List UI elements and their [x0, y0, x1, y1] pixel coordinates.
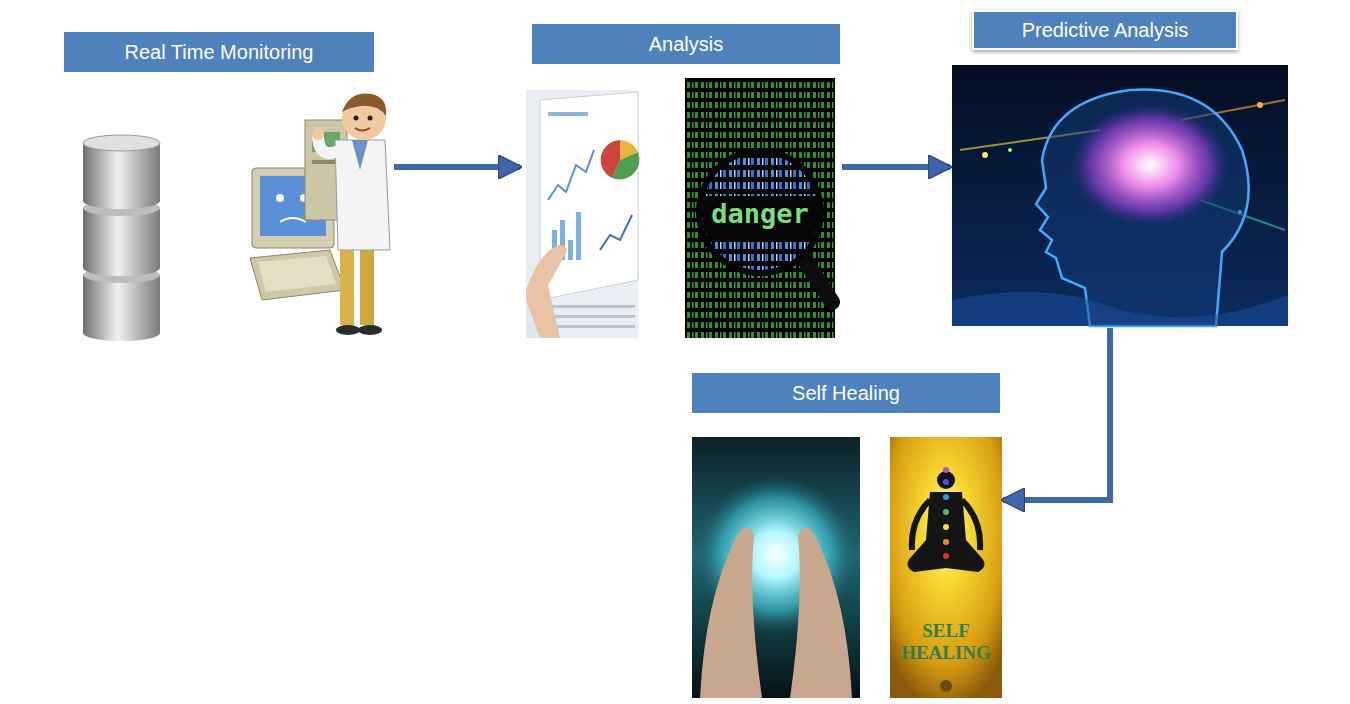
- database-icon: [83, 135, 160, 341]
- arrow-shaft: [842, 164, 950, 170]
- book-cover-image: [890, 437, 1002, 698]
- illustration-shape: [952, 292, 1288, 326]
- illustration-shape: [83, 143, 160, 201]
- header-text: Analysis: [649, 33, 723, 56]
- illustration-shape: [907, 492, 984, 572]
- illustration-shape: [600, 215, 632, 250]
- illustration-shape: [952, 65, 1288, 326]
- illustration-shape: [685, 78, 835, 338]
- illustration-shape: [545, 325, 635, 328]
- section-group: Real Time Monitoring: [64, 32, 394, 342]
- illustration-shape: [548, 150, 594, 200]
- illustration-shape: [358, 325, 382, 335]
- header-band: Analysis: [532, 24, 840, 64]
- illustration-shape: [1257, 102, 1263, 108]
- illustration-shape: [943, 553, 949, 559]
- danger-binary-photo: [685, 78, 835, 338]
- glowing-hands-image: [692, 437, 860, 698]
- illustration-shape: [526, 90, 638, 338]
- illustration-shape: [943, 524, 949, 530]
- arrow-shaft: [1003, 328, 1110, 500]
- section-group: Predictive Analysis: [950, 10, 1290, 328]
- illustration-shape: [692, 437, 860, 698]
- illustration-shape: [250, 250, 345, 300]
- illustration-shape: [83, 193, 160, 209]
- illustration-shape: [368, 116, 373, 121]
- illustration-shape: [335, 140, 390, 250]
- flow-arrow: [842, 167, 950, 168]
- illustration-shape: [83, 208, 160, 268]
- section-group: Analysis: [520, 24, 842, 340]
- illustration-shape: [962, 500, 980, 550]
- illustration-shape: [360, 240, 374, 325]
- illustration-shape: [83, 275, 160, 333]
- dashboard-photo: [526, 90, 639, 338]
- illustration-shape: [258, 256, 336, 292]
- illustration-shape: [943, 494, 949, 500]
- header-band: Real Time Monitoring: [64, 32, 374, 72]
- illustration-shape: [890, 437, 1002, 698]
- illustration-shape: [800, 252, 832, 302]
- illustration-shape: [526, 245, 567, 338]
- illustration-shape: [700, 528, 762, 698]
- illustration-shape: [83, 325, 160, 341]
- illustration-shape: [940, 680, 952, 692]
- illustration-shape: [355, 128, 370, 131]
- illustration-shape: [696, 148, 824, 276]
- illustration-shape: [937, 471, 955, 489]
- illustration-shape: [685, 78, 835, 338]
- image-text: danger: [700, 198, 820, 229]
- illustration-shape: [312, 128, 324, 140]
- illustration-shape: [318, 138, 340, 153]
- illustration-shape: [336, 325, 360, 335]
- illustration-shape: [526, 300, 540, 338]
- illustration-shape: [276, 194, 284, 202]
- book-title: SELF HEALING: [891, 620, 1001, 664]
- illustration-shape: [83, 135, 160, 151]
- illustration-shape: [601, 140, 620, 178]
- arrow-shaft: [394, 164, 520, 170]
- header-text: Real Time Monitoring: [125, 41, 314, 64]
- header-band: Predictive Analysis: [972, 10, 1238, 50]
- illustration-shape: [1036, 90, 1249, 327]
- doctor-computer-cartoon: [250, 93, 390, 335]
- header-text: Self Healing: [792, 382, 900, 405]
- illustration-shape: [352, 140, 368, 170]
- illustration-shape: [548, 112, 588, 116]
- illustration-shape: [943, 539, 949, 545]
- illustration-shape: [340, 240, 354, 325]
- illustration-shape: [912, 500, 930, 550]
- illustration-shape: [545, 305, 635, 308]
- illustration-shape: [943, 509, 949, 515]
- illustration-shape: [1070, 103, 1230, 227]
- illustration-shape: [576, 212, 581, 260]
- flow-arrow: [394, 167, 520, 168]
- illustration-shape: [568, 240, 573, 260]
- illustration-shape: [943, 467, 949, 473]
- header-text: Predictive Analysis: [1022, 19, 1189, 42]
- header-band: Self Healing: [692, 373, 1000, 413]
- illustration-shape: [1008, 148, 1012, 152]
- illustration-shape: [700, 196, 820, 238]
- brain-head-image: [952, 65, 1288, 326]
- illustration-shape: [280, 218, 306, 222]
- illustration-shape: [700, 150, 820, 274]
- illustration-shape: [943, 479, 949, 485]
- illustration-shape: [790, 528, 852, 698]
- flow-arrow: [1003, 328, 1110, 500]
- illustration-shape: [700, 150, 820, 274]
- illustration-shape: [342, 93, 386, 116]
- illustration-shape: [545, 315, 635, 318]
- illustration-shape: [354, 116, 359, 121]
- illustration-shape: [83, 260, 160, 276]
- illustration-shape: [982, 152, 988, 158]
